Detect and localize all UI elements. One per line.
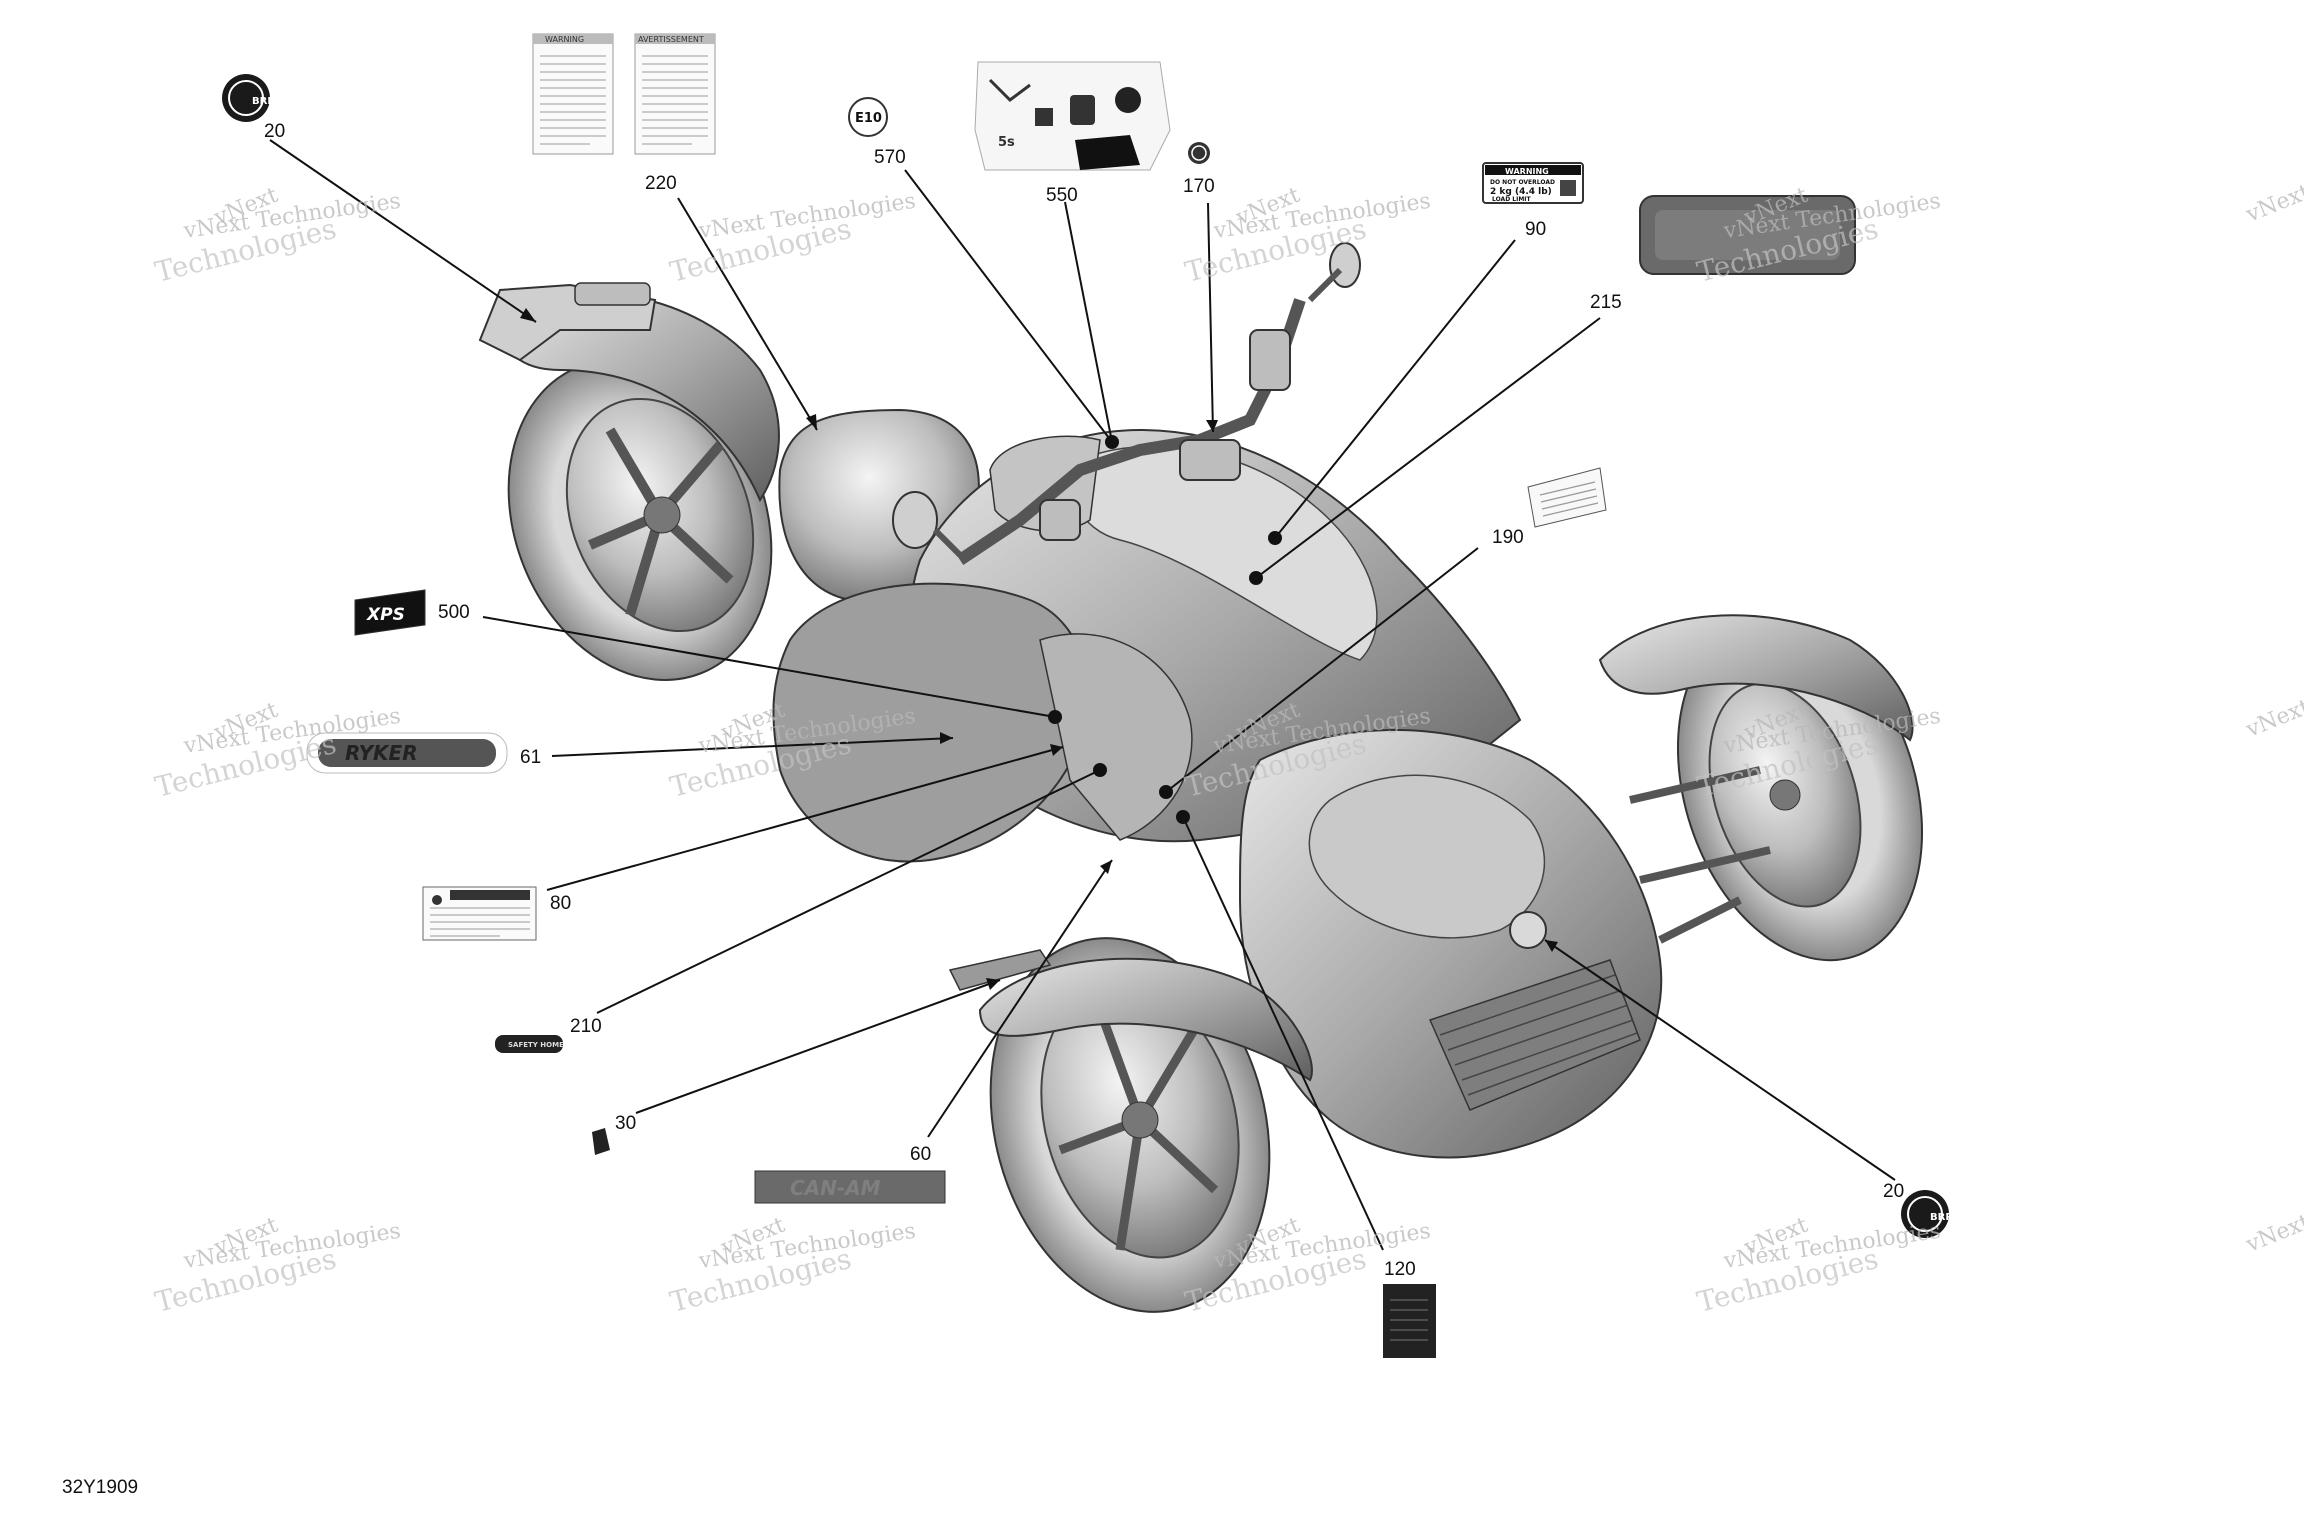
callout-190: 190 xyxy=(1492,527,1524,548)
decal-90-warning-load-limit: WARNING DO NOT OVERLOAD 2 kg (4.4 lb) LO… xyxy=(1482,162,1584,204)
callout-60: 60 xyxy=(910,1144,931,1165)
decal-570-e10: E10 xyxy=(848,97,888,137)
watermark-r1c2: vNext Technologies Technologies xyxy=(667,189,918,289)
leader-lines xyxy=(269,139,1896,1251)
callout-220: 220 xyxy=(645,173,677,194)
decal-220-warning-title: WARNING xyxy=(545,35,584,44)
watermark-r1c3: vNext Technologies Technologies vNext xyxy=(1182,183,1433,289)
brp-badge-bottom: BRP xyxy=(1901,1190,1953,1238)
rear-wheel xyxy=(507,359,773,681)
decal-canam-plate: CAN-AM xyxy=(754,1170,946,1204)
decal-canam-text: CAN-AM xyxy=(790,1176,881,1200)
decal-215-logo-plate xyxy=(1639,195,1856,275)
callout-500: 500 xyxy=(438,602,470,623)
decal-570-e10-text: E10 xyxy=(855,111,882,126)
front-grille xyxy=(1428,959,1641,1111)
callout-90: 90 xyxy=(1525,219,1546,240)
callout-210: 210 xyxy=(570,1016,602,1037)
brp-badge-top-text: BRP xyxy=(252,96,275,107)
decal-500-xps: XPS xyxy=(354,589,426,636)
side-panel xyxy=(772,582,1089,863)
callout-570: 570 xyxy=(874,147,906,168)
decal-210-safety-text: SAFETY HOME xyxy=(508,1041,564,1049)
decal-170-badge xyxy=(1188,142,1210,164)
decal-30-small xyxy=(592,1128,610,1155)
vehicle-illustration xyxy=(478,242,1924,1313)
callout-550: 550 xyxy=(1046,185,1078,206)
decal-90-warning-title: WARNING xyxy=(1505,167,1549,176)
callout-120: 120 xyxy=(1384,1259,1416,1280)
footpeg xyxy=(948,949,1052,991)
decal-90-warning-sub: DO NOT OVERLOAD xyxy=(1490,179,1555,186)
callout-170: 170 xyxy=(1183,176,1215,197)
decal-61-ryker-text: RYKER xyxy=(345,741,418,765)
decal-220-warning-labels: WARNING AVERTISSEMENT xyxy=(532,33,716,155)
decal-90-warning-load: 2 kg (4.4 lb) xyxy=(1490,187,1552,197)
decal-80-spec-label xyxy=(422,886,537,941)
watermark-edge-right: vNext vNext vNext xyxy=(2242,180,2304,1258)
callout-20-top: 20 xyxy=(264,121,285,142)
callout-80: 80 xyxy=(550,893,571,914)
fuel-cap xyxy=(1509,911,1547,949)
callout-30: 30 xyxy=(615,1113,636,1134)
watermark-r1c1: vNext Technologies Technologies vNext xyxy=(152,183,403,289)
decal-500-xps-text: XPS xyxy=(366,605,405,625)
callout-215: 215 xyxy=(1590,292,1622,313)
watermark-r3c4: vNext Technologies Technologies vNext xyxy=(1694,1213,1943,1319)
svg-text:vNext: vNext xyxy=(2242,1210,2304,1258)
callout-61: 61 xyxy=(520,747,541,768)
watermark-r3c2: vNext Technologies Technologies vNext xyxy=(667,1213,918,1319)
decal-210-safety: SAFETY HOME xyxy=(495,1035,564,1053)
handlebars xyxy=(892,242,1361,565)
decal-220-avert-title: AVERTISSEMENT xyxy=(638,35,704,44)
decal-550-time: 5s xyxy=(998,135,1015,150)
decal-120-label xyxy=(1383,1284,1436,1358)
callout-20-bottom: 20 xyxy=(1883,1181,1904,1202)
decal-90-warning-load-label: LOAD LIMIT xyxy=(1492,196,1532,203)
decal-61-ryker: RYKER xyxy=(306,732,508,774)
callout-labels: 20 220 570 550 170 90 215 190 500 61 80 … xyxy=(264,121,1904,1280)
svg-text:vNext: vNext xyxy=(2242,695,2304,743)
document-reference: 32Y1909 xyxy=(62,1477,138,1498)
brp-badge-top: BRP xyxy=(222,74,275,122)
brp-badge-bottom-text: BRP xyxy=(1930,1212,1953,1223)
watermark-r3c1: vNext Technologies Technologies vNext xyxy=(152,1213,403,1319)
front-suspension xyxy=(1629,766,1771,944)
decal-190-tire-pressure xyxy=(1527,467,1607,528)
svg-text:vNext: vNext xyxy=(2242,180,2304,228)
decal-550-fuel-instructions: 5s xyxy=(974,61,1171,171)
